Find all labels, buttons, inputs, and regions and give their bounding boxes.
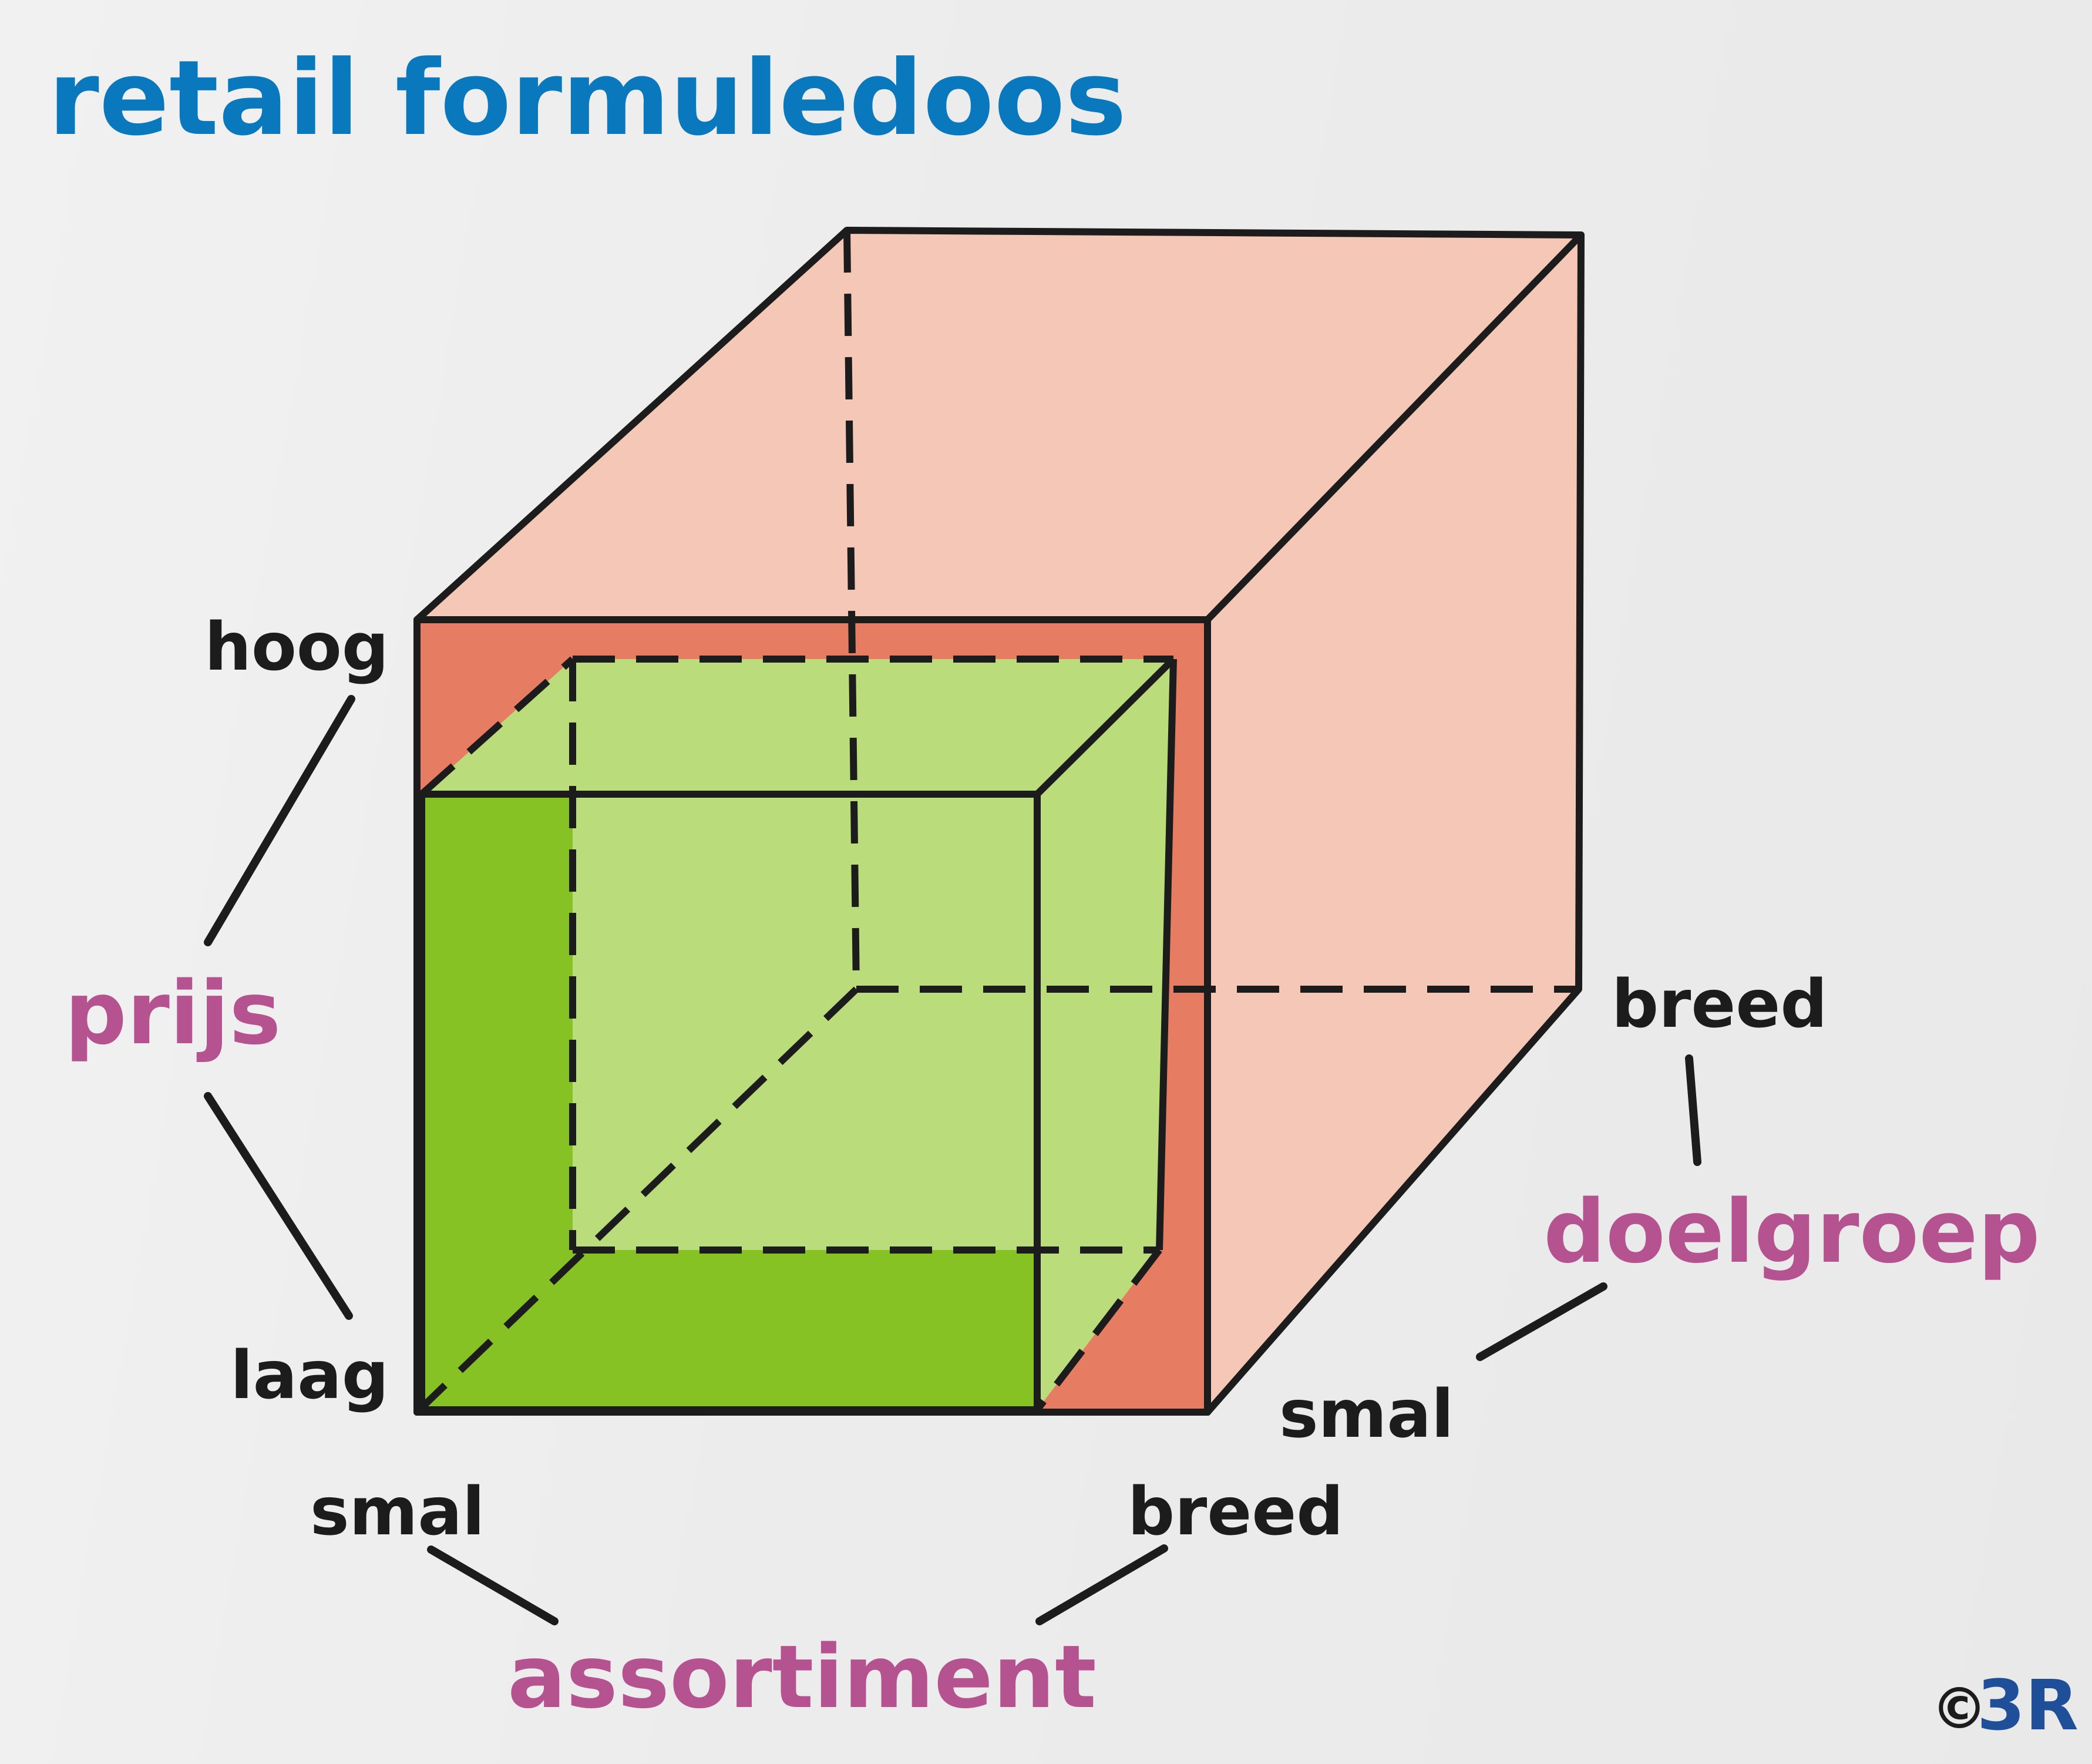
outer-box-hidden-edges — [414, 230, 1579, 1415]
inner-box-hidden-edges — [419, 656, 1173, 1412]
outer-box-right-face — [1208, 235, 1581, 1412]
assortment-narrow-label: smal — [310, 1474, 485, 1550]
inner-box-top-face — [422, 659, 1173, 794]
copyright-symbol: © — [1931, 1676, 1987, 1742]
target-group-wide-label: breed — [1612, 966, 1828, 1043]
inner-box — [422, 659, 1173, 1410]
price-axis-label: prijs — [65, 963, 281, 1064]
outer-box-top-face — [417, 230, 1581, 620]
inner-box-bottom-face — [422, 1250, 1037, 1410]
page-title: retail formuledoos — [48, 38, 1126, 159]
inner-box-left-face — [422, 794, 573, 1410]
connector-lines — [204, 695, 1701, 1625]
copyright-mark: © 3R — [1931, 1665, 2078, 1746]
outer-box-edges — [413, 227, 1585, 1416]
target-group-axis-label: doelgroep — [1543, 1181, 2040, 1282]
assortment-wide-label: breed — [1128, 1474, 1344, 1550]
inner-box-edges — [418, 656, 1177, 1413]
inner-box-back-face — [573, 659, 1173, 1250]
assortment-axis-label: assortiment — [507, 1627, 1097, 1728]
target-group-narrow-label: smal — [1279, 1376, 1454, 1453]
brand-logo-3r: 3R — [1977, 1665, 2078, 1746]
inner-box-right-face — [1037, 659, 1173, 1410]
price-low-label: laag — [230, 1338, 389, 1414]
price-high-label: hoog — [204, 609, 389, 686]
